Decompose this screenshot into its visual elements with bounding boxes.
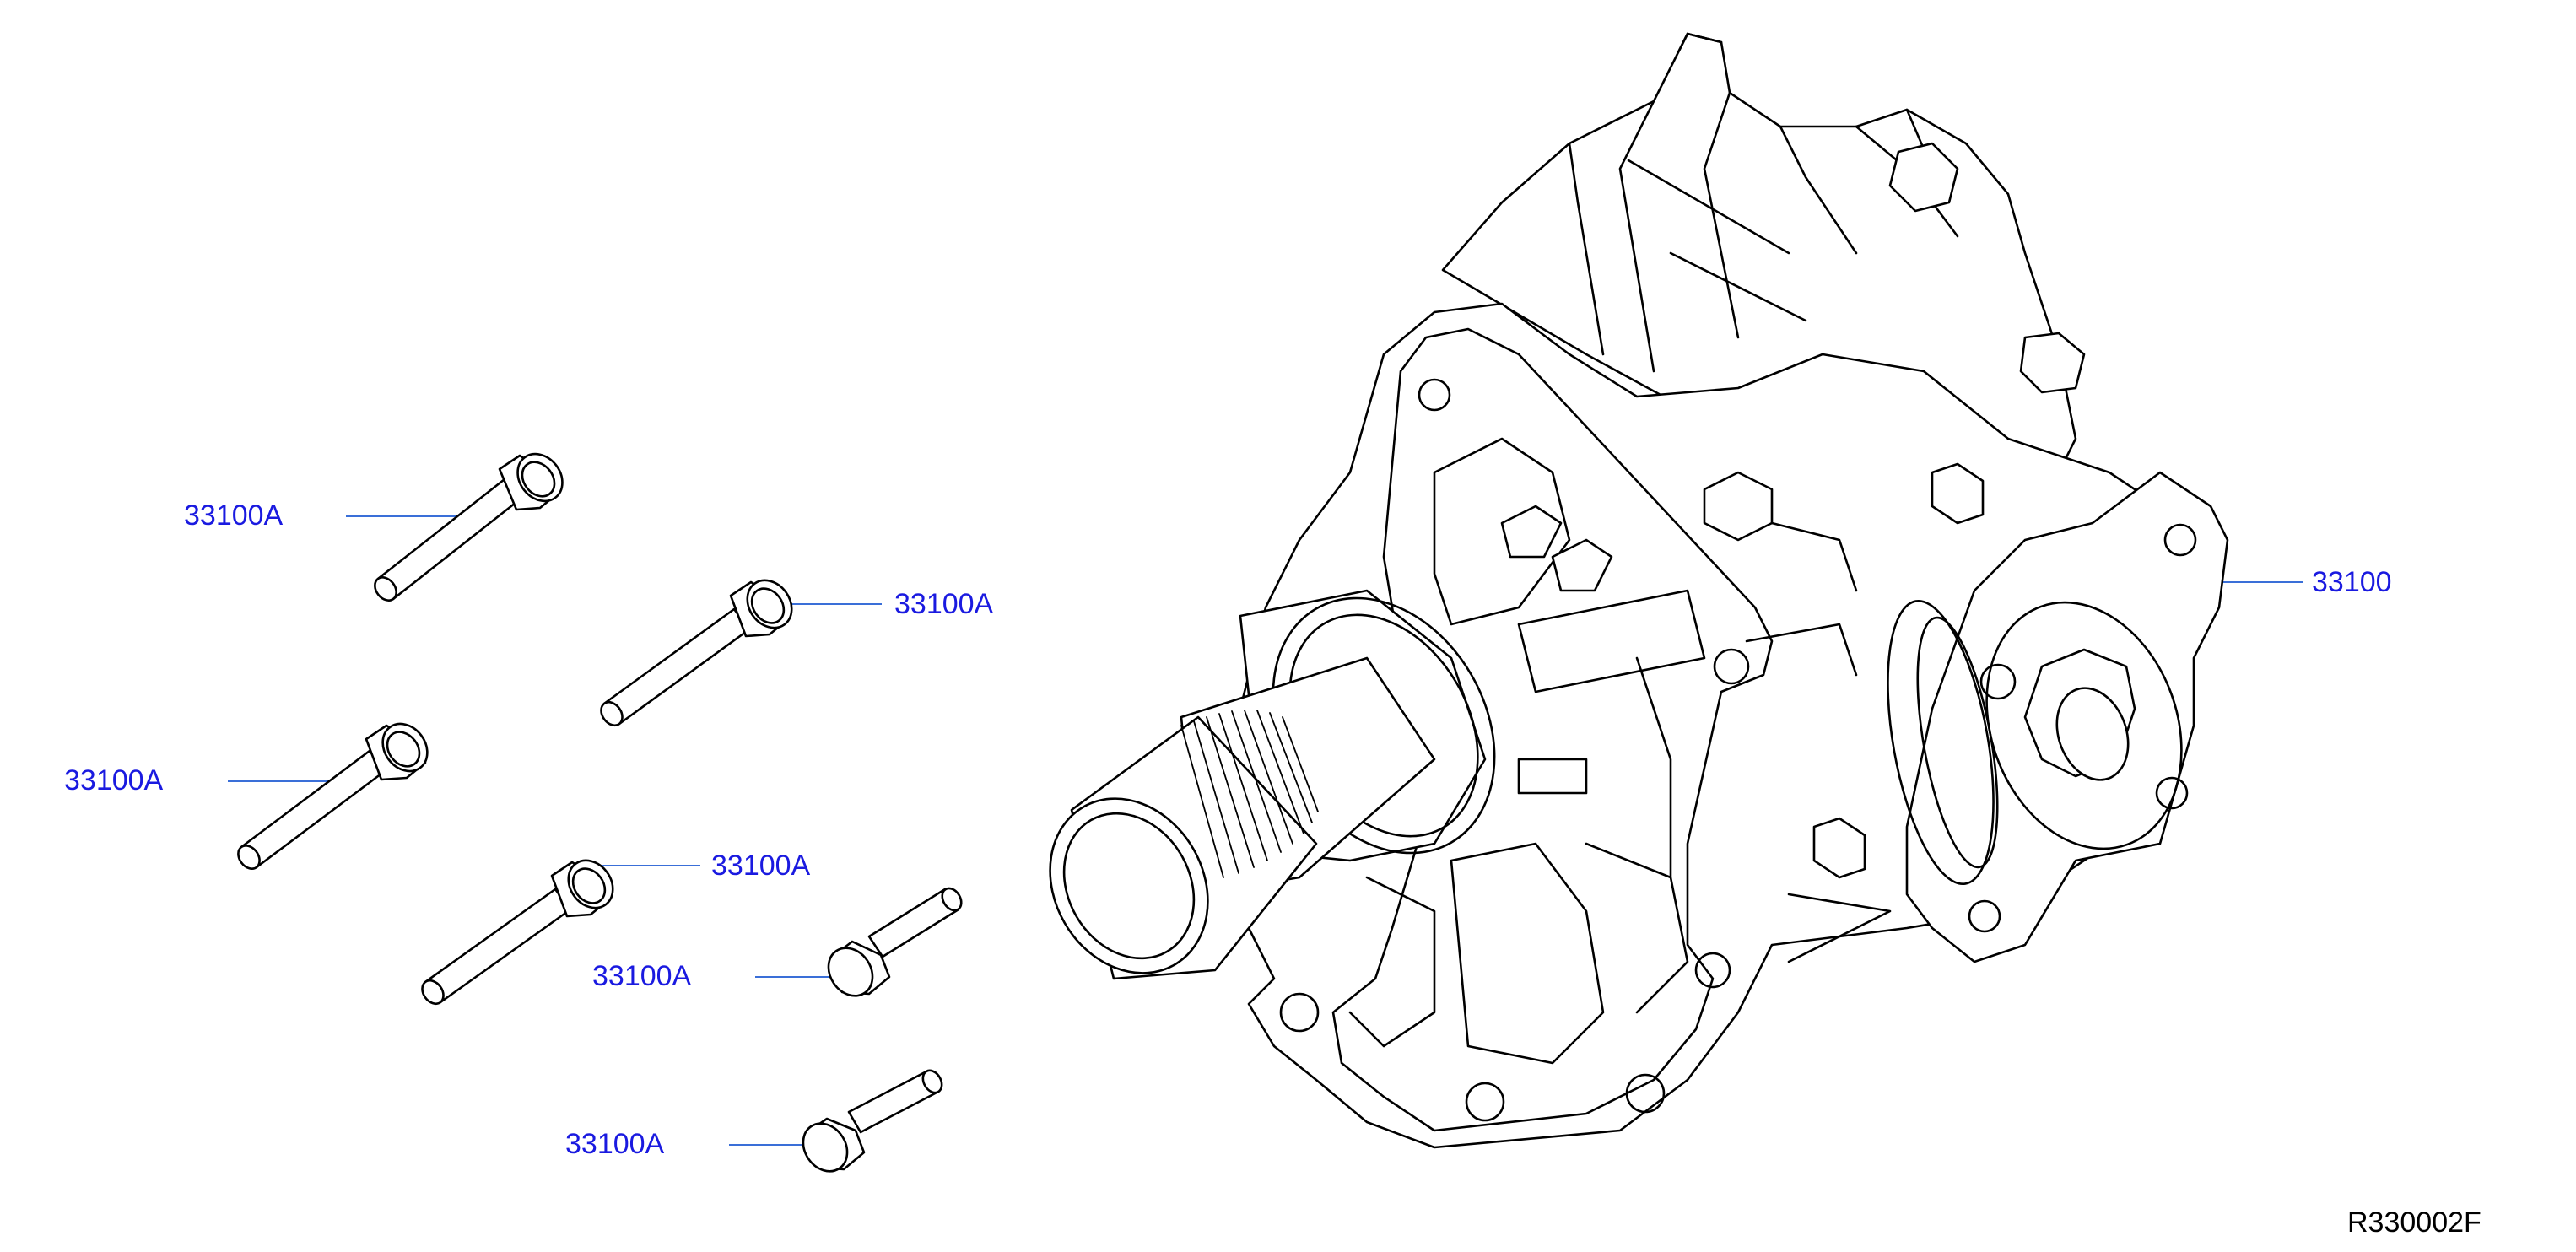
callout-bolt-1[interactable]: 33100A bbox=[184, 499, 284, 532]
long-bolt-1 bbox=[374, 452, 564, 602]
callout-bolt-2[interactable]: 33100A bbox=[894, 588, 994, 620]
callout-bolt-3[interactable]: 33100A bbox=[64, 764, 164, 796]
figure-code: R330002F bbox=[2347, 1206, 2481, 1239]
short-bolt-6 bbox=[802, 1069, 943, 1173]
output-shaft-splines bbox=[1180, 710, 1319, 878]
callout-bolt-6[interactable]: 33100A bbox=[565, 1128, 665, 1160]
long-bolt-4 bbox=[421, 859, 614, 1006]
transfer-assembly-drawing bbox=[1049, 32, 2229, 1149]
callout-assembly[interactable]: 33100 bbox=[2312, 566, 2392, 598]
short-bolt-5 bbox=[827, 887, 963, 997]
callout-bolt-5[interactable]: 33100A bbox=[592, 960, 692, 992]
long-bolt-3 bbox=[237, 722, 429, 870]
callout-bolt-4[interactable]: 33100A bbox=[711, 850, 811, 882]
leader-lines bbox=[228, 515, 2303, 1146]
long-bolt-2 bbox=[600, 579, 793, 727]
